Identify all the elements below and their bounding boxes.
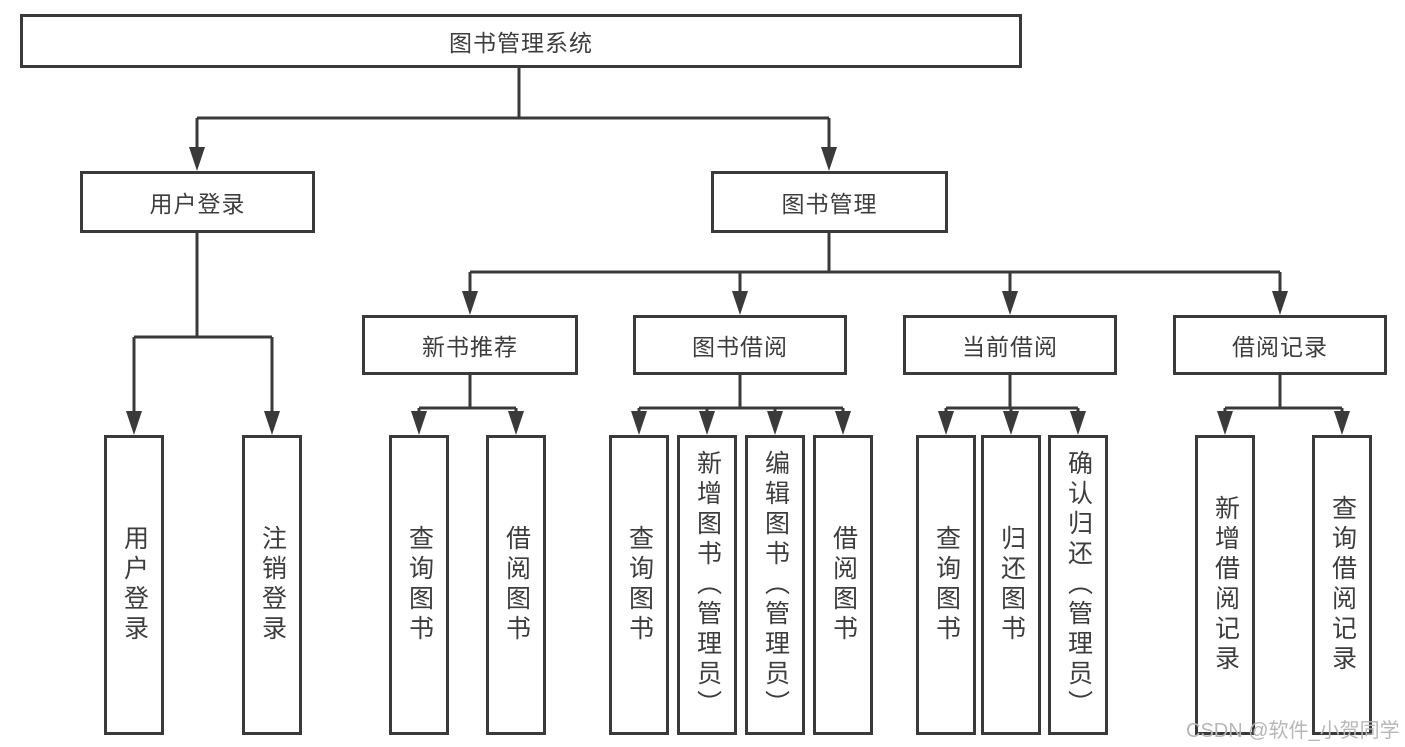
leaf-borrow-books: 借阅图书 [813,435,873,735]
leaf-query-books-current: 查询图书 [916,435,976,735]
leaf-query-books-recommend: 查询图书 [389,435,449,735]
leaf-borrow-books-recommend: 借阅图书 [486,435,546,735]
node-user-login-label: 用户登录 [149,191,246,217]
leaf-user-login-label: 用户登录 [120,525,149,645]
node-user-login: 用户登录 [80,171,315,233]
node-borrowing-records: 借阅记录 [1173,315,1387,375]
node-borrowing-records-label: 借阅记录 [1232,334,1328,360]
leaf-confirm-return-admin: 确认归还（管理员） [1048,435,1108,735]
leaf-logout-label: 注销登录 [258,525,287,645]
node-root: 图书管理系统 [20,14,1022,68]
node-book-management: 图书管理 [711,171,948,233]
leaf-confirm-return-admin-label: 确认归还（管理员） [1064,450,1093,720]
node-current-borrowing: 当前借阅 [903,315,1117,375]
leaf-return-books: 归还图书 [981,435,1041,735]
leaf-add-borrow-record-label: 新增借阅记录 [1211,495,1240,675]
leaf-borrow-books-label: 借阅图书 [829,525,858,645]
leaf-query-books-current-label: 查询图书 [932,525,961,645]
leaf-add-borrow-record: 新增借阅记录 [1195,435,1255,735]
node-book-borrowing: 图书借阅 [633,315,847,375]
leaf-user-login: 用户登录 [104,435,164,735]
node-book-management-label: 图书管理 [781,191,878,217]
node-new-book-recommend-label: 新书推荐 [422,334,518,360]
leaf-edit-books-admin-label: 编辑图书（管理员） [761,450,790,720]
csdn-watermark: CSDN @软件_小贺同学 [1186,720,1400,742]
leaf-add-books-admin: 新增图书（管理员） [677,435,737,735]
leaf-logout: 注销登录 [242,435,302,735]
leaf-query-books-recommend-label: 查询图书 [405,525,434,645]
node-new-book-recommend: 新书推荐 [362,315,578,375]
leaf-query-books-borrowing-label: 查询图书 [625,525,654,645]
leaf-borrow-books-recommend-label: 借阅图书 [502,525,531,645]
node-root-label: 图书管理系统 [449,30,593,56]
leaf-query-books-borrowing: 查询图书 [609,435,669,735]
node-book-borrowing-label: 图书借阅 [692,334,788,360]
leaf-query-borrow-record-label: 查询借阅记录 [1328,495,1357,675]
node-current-borrowing-label: 当前借阅 [962,334,1058,360]
leaf-return-books-label: 归还图书 [997,525,1026,645]
leaf-edit-books-admin: 编辑图书（管理员） [745,435,805,735]
leaf-add-books-admin-label: 新增图书（管理员） [693,450,722,720]
leaf-query-borrow-record: 查询借阅记录 [1312,435,1372,735]
